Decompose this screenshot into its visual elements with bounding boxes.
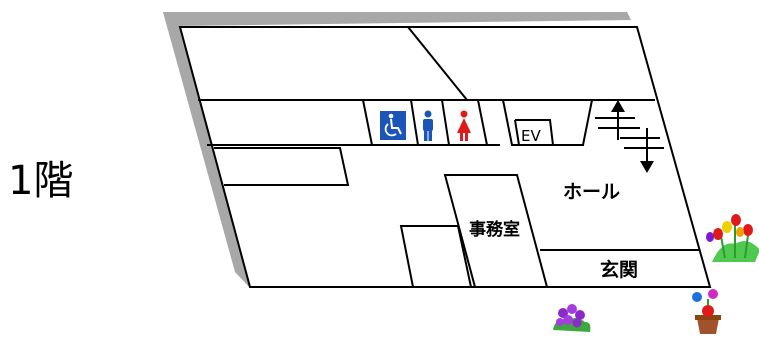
elevator-label: EV (521, 127, 541, 145)
hall-label: ホール (563, 181, 620, 203)
office-room (443, 174, 549, 288)
small-room (399, 225, 472, 288)
stairs-icon (595, 100, 664, 173)
elevator-car (514, 119, 555, 146)
building-shadow-side (163, 12, 250, 288)
left-room (214, 147, 350, 186)
toilet-block (362, 99, 489, 146)
womens-toilet-icon (457, 110, 471, 141)
toilet-divider-1 (410, 99, 419, 146)
tulip-flowers-icon (706, 214, 759, 262)
building-outline (178, 26, 712, 288)
diagonal-wall (407, 26, 468, 101)
office-label: 事務室 (469, 219, 520, 240)
potted-flowers-icon (692, 289, 721, 334)
mens-toilet-icon (423, 110, 433, 141)
purple-flowers-icon (553, 304, 591, 332)
toilet-divider-2 (441, 99, 450, 146)
accessible-toilet-icon (380, 111, 406, 140)
floor-label: 1階 (8, 158, 73, 204)
entrance-label: 玄関 (600, 258, 638, 281)
